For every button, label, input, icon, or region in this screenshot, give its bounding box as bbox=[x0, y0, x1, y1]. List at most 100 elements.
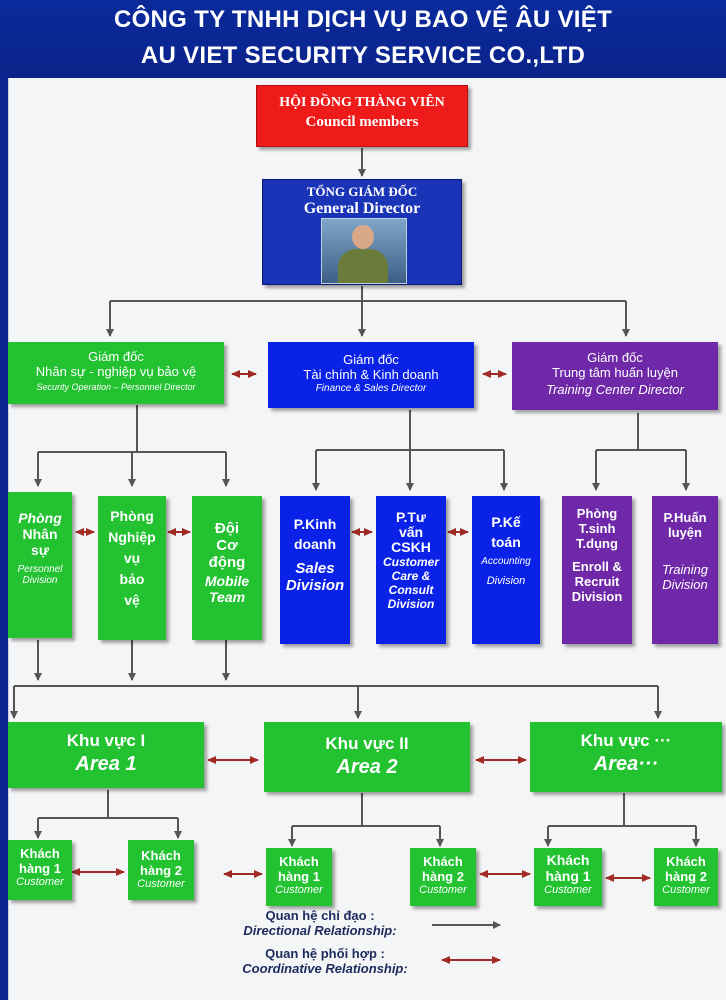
area-1-box: Khu vực I Area 1 bbox=[8, 722, 204, 788]
operation-division-l1: Phòng bbox=[110, 508, 154, 524]
legend-coordinative: Quan hệ phối hợp : Coordinative Relation… bbox=[210, 946, 440, 976]
training-director-l1: Giám đốc bbox=[587, 350, 643, 365]
enroll-division-l3: T.dụng bbox=[576, 536, 618, 551]
company-name-en: AU VIET SECURITY SERVICE CO.,LTD bbox=[140, 42, 586, 69]
area-3-label-vi: Khu vực ··· bbox=[580, 731, 672, 750]
operation-division-l4: bảo bbox=[119, 571, 145, 587]
consult-division-en2: Care & bbox=[391, 569, 431, 583]
area-1-label-vi: Khu vực I bbox=[66, 731, 146, 750]
legend-coordinative-vi: Quan hệ phối hợp : bbox=[265, 946, 385, 961]
general-director-label-vi: TỔNG GIÁM ĐỐC bbox=[306, 184, 418, 199]
area-3-box: Khu vực ··· Area··· bbox=[530, 722, 722, 792]
customer-l1: Khách bbox=[546, 852, 590, 868]
finance-director-en: Finance & Sales Director bbox=[315, 383, 427, 394]
customer-en: Customer bbox=[275, 884, 323, 896]
customer-box: Khách hàng 2 Customer bbox=[410, 848, 476, 906]
general-director-box: TỔNG GIÁM ĐỐC General Director bbox=[262, 179, 462, 285]
area-2-label-en: Area 2 bbox=[336, 756, 398, 778]
customer-l2: hàng 2 bbox=[140, 863, 182, 878]
finance-director-l1: Giám đốc bbox=[343, 352, 399, 367]
training-division-box: P.Huấn luyện Training Division bbox=[652, 496, 718, 644]
consult-division-en4: Division bbox=[387, 597, 435, 611]
customer-box: Khách hàng 1 Customer bbox=[8, 840, 72, 900]
portrait-head bbox=[352, 225, 374, 249]
customer-l1: Khách bbox=[279, 854, 319, 869]
security-director-l2: Nhân sự - nghiệp vụ bảo vệ bbox=[35, 364, 197, 379]
enroll-division-en3: Division bbox=[571, 589, 623, 604]
customer-l1: Khách bbox=[141, 848, 181, 863]
finance-director-box: Giám đốc Tài chính & Kinh doanh Finance … bbox=[268, 342, 474, 408]
consult-division-en1: Customer bbox=[382, 555, 439, 569]
customer-l2: hàng 1 bbox=[19, 861, 61, 876]
legend-directional: Quan hệ chỉ đạo : Directional Relationsh… bbox=[210, 908, 430, 938]
customer-en: Customer bbox=[662, 884, 710, 896]
consult-division-box: P.Tư vấn CSKH Customer Care & Consult Di… bbox=[376, 496, 446, 644]
council-label-vi: HỘI ĐỒNG THÀNG VIÊN bbox=[279, 95, 445, 110]
security-director-l1: Giám đốc bbox=[88, 349, 144, 364]
accounting-division-box: P.Kế toán Accounting Division bbox=[472, 496, 540, 644]
consult-division-l3: CSKH bbox=[391, 539, 431, 555]
customer-l2: hàng 1 bbox=[545, 868, 591, 884]
customer-en: Customer bbox=[137, 878, 185, 890]
mobile-team-box: Đội Cơ động Mobile Team bbox=[192, 496, 262, 640]
customer-l1: Khách bbox=[20, 846, 60, 861]
consult-division-en3: Consult bbox=[388, 583, 434, 597]
customer-l1: Khách bbox=[666, 854, 706, 869]
consult-division-l1: P.Tư bbox=[395, 509, 427, 525]
customer-en: Customer bbox=[544, 884, 592, 896]
customer-en: Customer bbox=[419, 884, 467, 896]
personnel-division-l1: Phòng bbox=[18, 510, 62, 526]
sales-division-en1: Sales bbox=[295, 560, 335, 577]
accounting-division-en1: Accounting bbox=[481, 556, 531, 567]
accounting-division-l2: toán bbox=[491, 534, 521, 550]
customer-en: Customer bbox=[16, 876, 64, 888]
operation-division-l2: Nghiệp bbox=[108, 529, 156, 545]
enroll-division-en2: Recruit bbox=[574, 574, 620, 589]
training-director-l2: Trung tâm huấn luyện bbox=[552, 365, 678, 380]
company-name-vi: CÔNG TY TNHH DỊCH VỤ BAO VỆ ÂU VIỆT bbox=[113, 6, 613, 33]
security-director-en: Security Operation – Personnel Director bbox=[36, 382, 196, 392]
personnel-division-l2: Nhân bbox=[22, 526, 58, 542]
legend-directional-vi: Quan hệ chỉ đạo : bbox=[265, 908, 375, 923]
customer-l1: Khách bbox=[423, 854, 463, 869]
enroll-division-box: Phòng T.sinh T.dụng Enroll & Recruit Div… bbox=[562, 496, 632, 644]
general-director-label-en: General Director bbox=[303, 200, 421, 217]
sales-division-box: P.Kinh doanh Sales Division bbox=[280, 496, 350, 644]
operation-division-l5: vệ bbox=[124, 592, 140, 608]
operation-division-box: Phòng Nghiệp vụ bảo vệ bbox=[98, 496, 166, 640]
mobile-team-l3: động bbox=[208, 554, 246, 571]
security-director-box: Giám đốc Nhân sự - nghiệp vụ bảo vệ Secu… bbox=[8, 342, 224, 404]
portrait-body bbox=[338, 249, 388, 283]
mobile-team-l1: Đội bbox=[214, 520, 240, 537]
council-box: HỘI ĐỒNG THÀNG VIÊN Council members bbox=[256, 85, 468, 147]
training-division-l1: P.Huấn bbox=[663, 510, 707, 525]
customer-l2: hàng 2 bbox=[422, 869, 464, 884]
legend-directional-en: Directional Relationship: bbox=[243, 923, 397, 938]
personnel-division-box: Phòng Nhân sự Personnel Division bbox=[8, 492, 72, 638]
consult-division-l2: vấn bbox=[398, 524, 424, 540]
mobile-team-en: Mobile Team bbox=[204, 573, 250, 605]
customer-l2: hàng 1 bbox=[278, 869, 320, 884]
personnel-division-en: Personnel Division bbox=[17, 564, 63, 586]
personnel-division-l3: sự bbox=[31, 542, 49, 558]
customer-box: Khách hàng 2 Customer bbox=[128, 840, 194, 900]
mobile-team-l2: Cơ bbox=[216, 537, 238, 554]
accounting-division-en2: Division bbox=[486, 575, 526, 587]
area-1-label-en: Area 1 bbox=[75, 753, 137, 775]
customer-box: Khách hàng 1 Customer bbox=[534, 848, 602, 906]
customer-box: Khách hàng 2 Customer bbox=[654, 848, 718, 906]
sales-division-l1: P.Kinh bbox=[293, 516, 337, 532]
operation-division-l3: vụ bbox=[123, 550, 141, 566]
area-2-label-vi: Khu vực II bbox=[325, 734, 409, 753]
enroll-division-en1: Enroll & bbox=[572, 559, 622, 574]
training-division-en1: Training bbox=[661, 562, 708, 577]
customer-l2: hàng 2 bbox=[665, 869, 707, 884]
sales-division-en2: Division bbox=[285, 577, 345, 594]
council-label-en: Council members bbox=[305, 114, 419, 130]
legend-coordinative-en: Coordinative Relationship: bbox=[242, 961, 408, 976]
finance-director-l2: Tài chính & Kinh doanh bbox=[303, 367, 439, 382]
customer-box: Khách hàng 1 Customer bbox=[266, 848, 332, 906]
area-2-box: Khu vực II Area 2 bbox=[264, 722, 470, 792]
training-director-en: Training Center Director bbox=[546, 382, 684, 397]
